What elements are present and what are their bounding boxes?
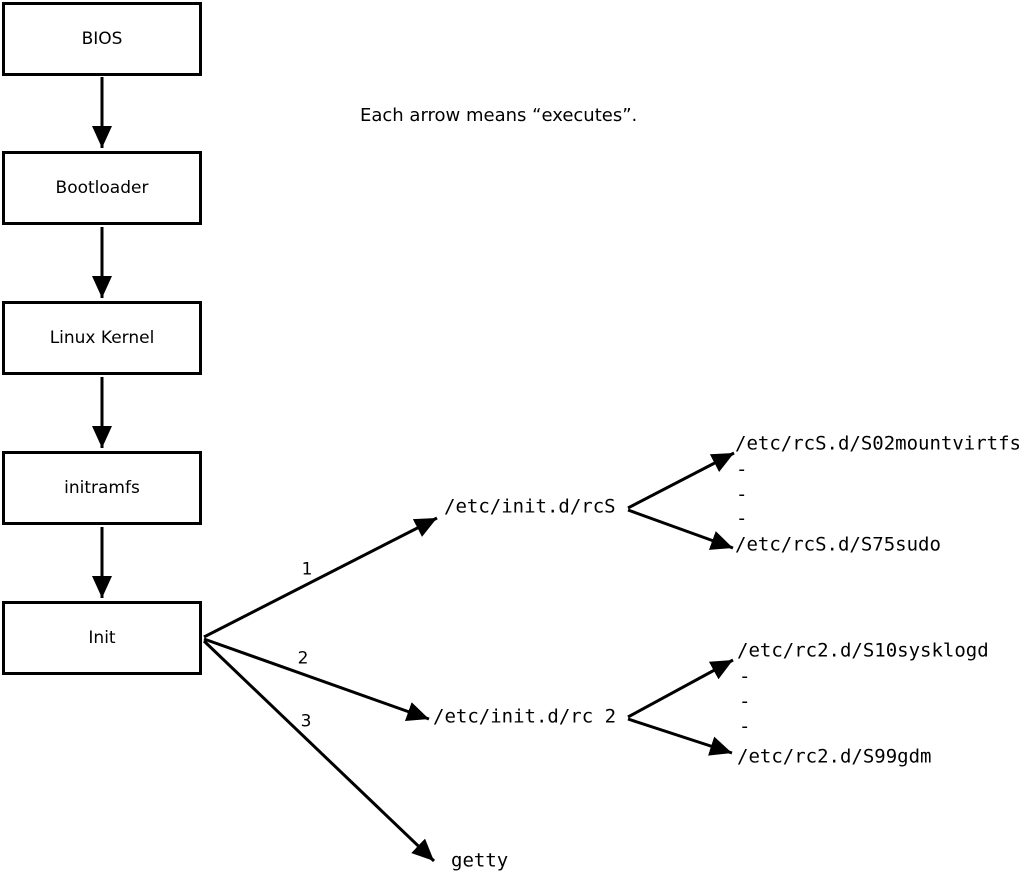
node-bios-label: BIOS [81, 29, 123, 49]
node-getty: getty [451, 849, 509, 872]
rcs-omitted-dash-1: - [736, 458, 748, 481]
node-init-label: Init [88, 628, 116, 648]
node-rc2-child-last: /etc/rc2.d/S99gdm [737, 745, 932, 768]
node-initramfs: initramfs [2, 451, 202, 525]
node-bootloader-label: Bootloader [55, 178, 149, 198]
rc2-omitted-dash-2: - [739, 690, 751, 713]
node-initramfs-label: initramfs [64, 478, 140, 498]
node-linux-kernel-label: Linux Kernel [49, 328, 155, 348]
node-bios: BIOS [2, 2, 202, 76]
node-linux-kernel: Linux Kernel [2, 301, 202, 375]
caption-arrow-meaning: Each arrow means “executes”. [360, 105, 638, 126]
node-bootloader: Bootloader [2, 151, 202, 225]
arrow-rc2-to-last [627, 717, 733, 756]
arrow-rc2-to-first [627, 658, 734, 719]
arrow-rcs-to-last [627, 508, 734, 550]
node-rcs-script: /etc/init.d/rcS [444, 495, 616, 518]
branch-order-1: 1 [301, 559, 313, 580]
arrow-init-to-rcs [203, 516, 438, 639]
node-rcs-child-last: /etc/rcS.d/S75sudo [735, 533, 941, 556]
arrow-init-to-rc2 [203, 637, 430, 722]
node-init: Init [2, 601, 202, 675]
rcs-omitted-dash-2: - [736, 483, 748, 506]
branch-order-2: 2 [297, 648, 309, 669]
arrow-init-to-getty [202, 639, 436, 863]
node-rc2-child-first: /etc/rc2.d/S10sysklogd [737, 639, 989, 662]
node-rc2-script: /etc/init.d/rc 2 [433, 705, 617, 728]
branch-order-3: 3 [300, 711, 312, 732]
rcs-omitted-dash-3: - [736, 507, 748, 530]
rc2-omitted-dash-3: - [739, 715, 751, 738]
rc2-omitted-dash-1: - [739, 665, 751, 688]
node-rcs-child-first: /etc/rcS.d/S02mountvirtfs [735, 432, 1021, 455]
arrow-rcs-to-first [627, 451, 735, 510]
